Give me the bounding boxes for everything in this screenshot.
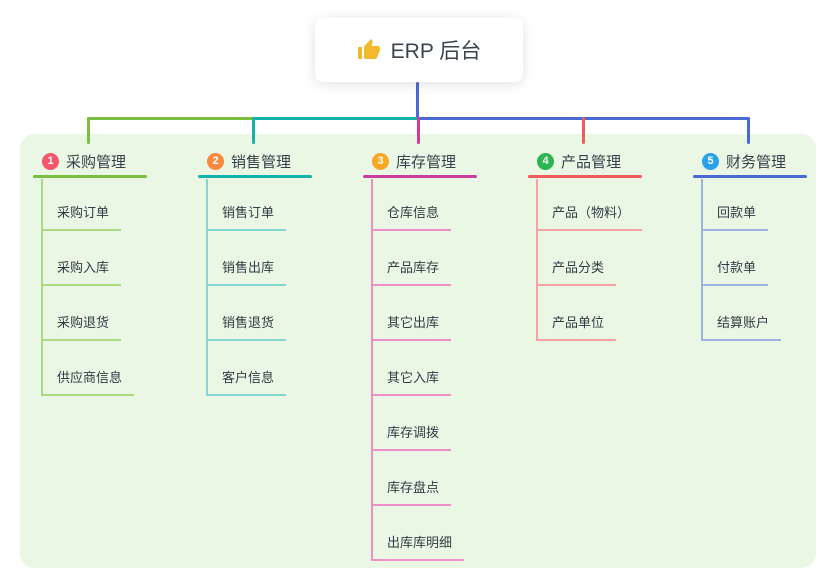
sub-node[interactable]: 回款单 [701, 202, 769, 231]
branch-title-label: 销售管理 [231, 153, 292, 171]
branch-number-badge: 4 [537, 152, 554, 170]
sub-node[interactable]: 结算账户 [701, 312, 782, 341]
branch-number-badge: 2 [207, 152, 224, 170]
root-connector-line [416, 82, 419, 120]
branch-title-underline [693, 175, 807, 178]
sub-node[interactable]: 供应商信息 [41, 367, 135, 396]
branch-spine-line [371, 179, 373, 561]
branch-node-4[interactable]: 4 产品管理 [537, 150, 621, 172]
branch-title-underline [528, 175, 642, 178]
branch-number-badge: 5 [702, 152, 719, 170]
branch-node-5[interactable]: 5 财务管理 [702, 150, 786, 172]
connector-drop-branch-4 [582, 117, 585, 144]
connector-drop-branch-2 [252, 117, 255, 144]
branch-node-2[interactable]: 2 销售管理 [207, 150, 291, 172]
connector-drop-branch-1 [87, 117, 90, 144]
branch-node-3[interactable]: 3 库存管理 [372, 150, 456, 172]
branch-title-underline [198, 175, 312, 178]
connector-drop-branch-3 [417, 117, 420, 144]
thumbs-up-icon [357, 38, 381, 62]
sub-node[interactable]: 库存盘点 [371, 477, 452, 506]
sub-node[interactable]: 其它出库 [371, 312, 452, 341]
sub-node[interactable]: 采购订单 [41, 202, 122, 231]
connector-drop-branch-5 [747, 117, 750, 144]
sub-node[interactable]: 产品单位 [536, 312, 617, 341]
branch-title-label: 财务管理 [726, 153, 787, 171]
sub-node[interactable]: 产品（物料） [536, 202, 643, 231]
sub-node[interactable]: 产品分类 [536, 257, 617, 286]
sub-node[interactable]: 库存调拨 [371, 422, 452, 451]
sub-node[interactable]: 客户信息 [206, 367, 287, 396]
branch-number-badge: 1 [42, 152, 59, 170]
connector-segment-midleft [252, 117, 418, 120]
branch-spine-line [536, 179, 538, 341]
root-node-label: ERP 后台 [390, 40, 482, 63]
sub-node[interactable]: 采购退货 [41, 312, 122, 341]
branch-number-badge: 3 [372, 152, 389, 170]
branch-spine-line [701, 179, 703, 341]
branch-title-label: 采购管理 [66, 153, 127, 171]
branch-spine-line [41, 179, 43, 396]
sub-node[interactable]: 付款单 [701, 257, 769, 286]
sub-node[interactable]: 出库库明细 [371, 532, 465, 561]
branch-title-underline [33, 175, 147, 178]
sub-node[interactable]: 产品库存 [371, 257, 452, 286]
sub-node[interactable]: 采购入库 [41, 257, 122, 286]
sub-node[interactable]: 仓库信息 [371, 202, 452, 231]
branch-spine-line [206, 179, 208, 396]
branch-node-1[interactable]: 1 采购管理 [42, 150, 126, 172]
branches-panel [20, 134, 816, 568]
sub-node[interactable]: 销售退货 [206, 312, 287, 341]
sub-node[interactable]: 销售出库 [206, 257, 287, 286]
branch-title-underline [363, 175, 477, 178]
connector-segment-left [87, 117, 253, 120]
root-node-erp[interactable]: ERP 后台 [315, 18, 523, 82]
branch-title-label: 库存管理 [396, 153, 457, 171]
sub-node[interactable]: 其它入库 [371, 367, 452, 396]
sub-node[interactable]: 销售订单 [206, 202, 287, 231]
branch-title-label: 产品管理 [561, 153, 622, 171]
